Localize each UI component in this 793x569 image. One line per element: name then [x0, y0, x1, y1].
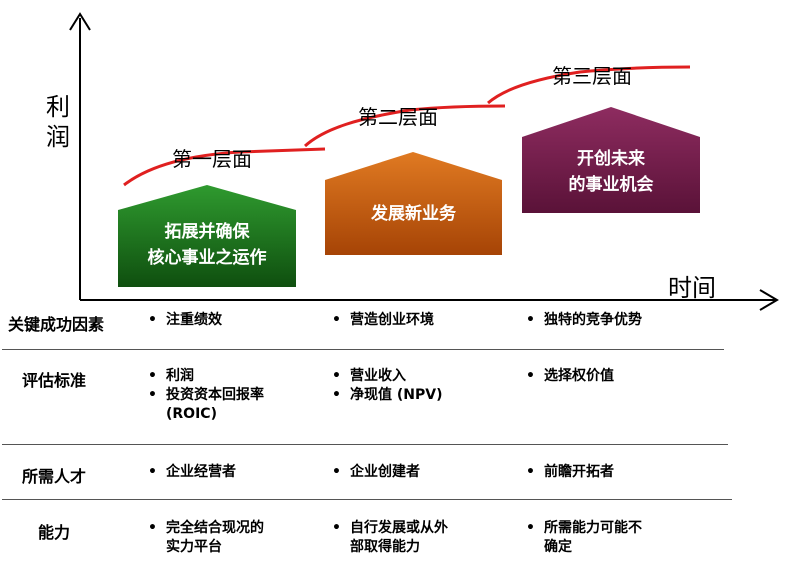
cell-r0-c0: •注重绩效	[148, 312, 222, 328]
cell-r1-c2: •选择权价值	[526, 368, 614, 384]
divider-2	[2, 444, 728, 445]
divider-3	[2, 499, 732, 500]
growth-curve-3	[487, 65, 691, 105]
layer-label-2: 第二层面	[358, 105, 438, 129]
house-future-opportunity-text: 开创未来的事业机会	[568, 149, 654, 195]
cell-r2-c2: •前瞻开拓者	[526, 464, 614, 480]
y-axis-arrow	[69, 12, 91, 31]
cell-r0-c1: •营造创业环境	[332, 312, 434, 328]
cell-r2-c0: •企业经营者	[148, 464, 236, 480]
cell-r1-c0: •利润 •投资资本回报率 (ROIC)	[148, 368, 264, 422]
house-future-opportunity	[522, 107, 700, 213]
cell-r0-c2: •独特的竞争优势	[526, 312, 642, 328]
layer-label-3: 第三层面	[552, 64, 632, 88]
house-core-business	[118, 185, 296, 287]
row-label-capability: 能力	[38, 523, 71, 542]
row-label-evaluation-criteria: 评估标准	[22, 371, 87, 390]
layer-label-1: 第一层面	[172, 147, 252, 171]
cell-r3-c0: •完全结合现况的 实力平台	[148, 520, 264, 555]
cell-r3-c2: •所需能力可能不 确定	[526, 520, 642, 555]
house-new-business-text: 发展新业务	[371, 204, 456, 224]
x-axis-arrow	[759, 289, 779, 311]
cell-r1-c1: •营业收入 •净现值 (NPV)	[332, 368, 443, 403]
divider-1	[2, 349, 724, 350]
house-new-business	[325, 152, 502, 255]
cell-r3-c1: •自行发展或从外 部取得能力	[332, 520, 448, 555]
cell-r2-c1: •企业创建者	[332, 464, 420, 480]
row-label-key-success-factors: 关键成功因素	[8, 315, 105, 334]
row-label-talent: 所需人才	[22, 467, 87, 486]
house-core-business-text: 拓展并确保核心事业之运作	[147, 222, 267, 268]
y-axis-label: 利润	[46, 93, 70, 151]
growth-curve-2	[303, 104, 506, 148]
growth-curve-1	[123, 147, 326, 187]
x-axis-label: 时间	[668, 274, 716, 302]
